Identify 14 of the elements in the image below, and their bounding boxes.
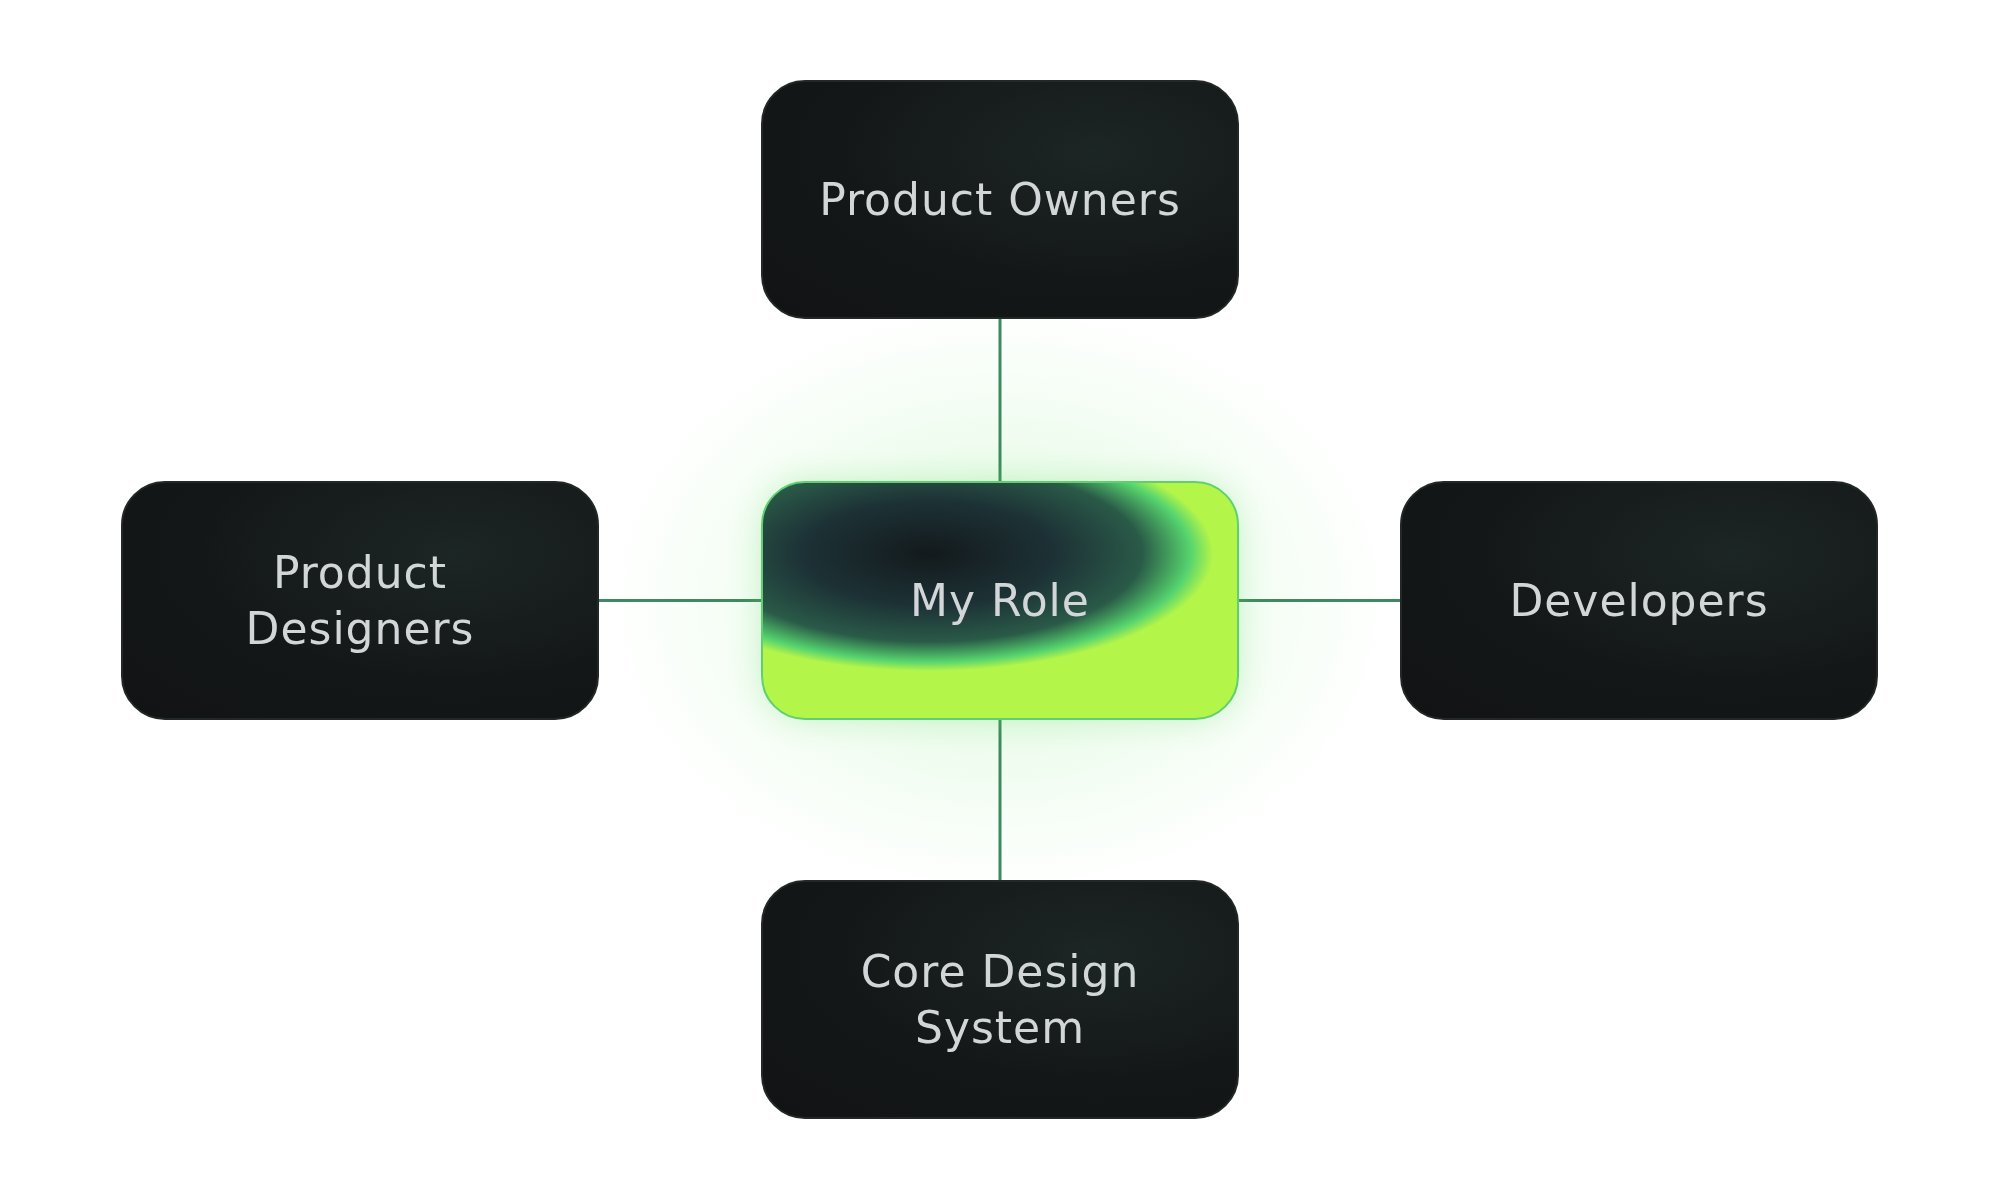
role-box bbox=[121, 481, 599, 720]
connector-line bbox=[1239, 599, 1400, 602]
node-label: My Role bbox=[909, 573, 1091, 628]
node-label: Product Designers bbox=[244, 545, 476, 656]
connector-line bbox=[998, 319, 1002, 481]
role-box bbox=[761, 80, 1239, 319]
node-label: Core Design System bbox=[859, 944, 1141, 1055]
role-box bbox=[761, 880, 1239, 1119]
node-label: Product Owners bbox=[818, 172, 1182, 227]
connector-line bbox=[998, 720, 1002, 880]
node-label: Developers bbox=[1508, 573, 1770, 628]
highlighted-role-box bbox=[761, 481, 1239, 720]
role-box bbox=[1400, 481, 1878, 720]
connector-line bbox=[599, 599, 761, 602]
